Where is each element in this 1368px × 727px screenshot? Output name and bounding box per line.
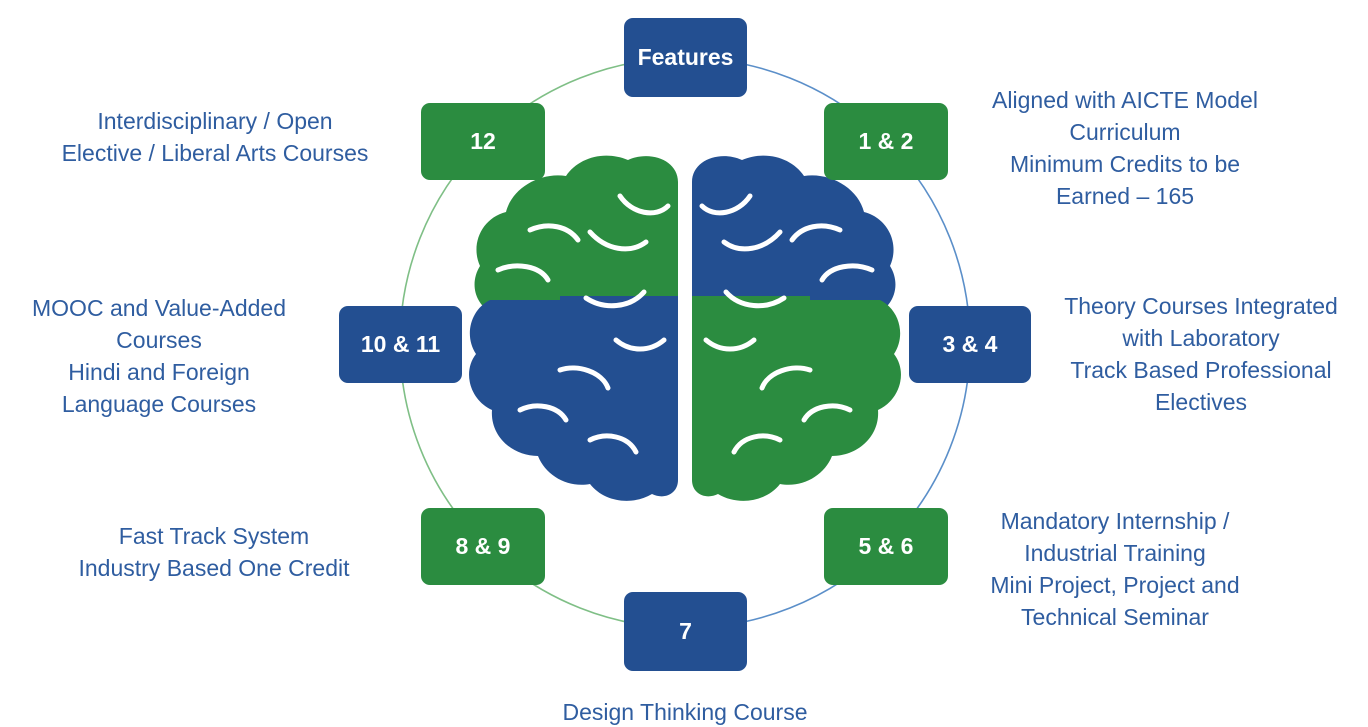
node-8-9: 8 & 9 [421,508,545,585]
brain-right-seam [692,296,810,320]
node-12-label: 12 [470,128,496,154]
desc-line: Language Courses [61,391,257,417]
desc-line: Minimum Credits to be [1009,151,1241,177]
node-5-6-label: 5 & 6 [858,533,914,559]
desc-7: Design Thinking Course [500,696,870,727]
desc-line: MOOC and Value-Added [32,295,286,321]
node-10-11: 10 & 11 [339,306,462,383]
desc-line: Theory Courses Integrated [1064,293,1338,319]
brain-icon [469,155,901,501]
desc-line: Interdisciplinary / Open [97,108,333,134]
features-title: Features [637,44,734,70]
node-5-6: 5 & 6 [824,508,948,585]
desc-1-2: Aligned with AICTE Model Curriculum Mini… [960,84,1290,212]
desc-line: Industrial Training [1024,540,1206,566]
desc-line: Hindi and Foreign [68,359,250,385]
node-7-label: 7 [679,618,692,644]
desc-line: Technical Seminar [1021,604,1209,630]
desc-line: with Laboratory [1122,325,1280,351]
desc-line: Fast Track System [118,523,310,549]
node-1-2-label: 1 & 2 [858,128,914,154]
node-7: 7 [624,592,747,671]
node-3-4-label: 3 & 4 [942,331,998,357]
brain-folds [495,193,875,455]
desc-line: Track Based Professional [1070,357,1332,383]
desc-line: Elective / Liberal Arts Courses [61,140,369,166]
node-12: 12 [421,103,545,180]
desc-line: Electives [1154,389,1248,415]
desc-line: Courses [116,327,202,353]
node-3-4: 3 & 4 [909,306,1031,383]
node-10-11-label: 10 & 11 [360,331,441,357]
desc-5-6: Mandatory Internship / Industrial Traini… [950,505,1280,633]
desc-3-4: Theory Courses Integrated with Laborator… [1036,290,1366,418]
features-title-box: Features [624,18,747,97]
node-8-9-label: 8 & 9 [455,533,511,559]
desc-line: Design Thinking Course [562,699,808,725]
desc-line: Earned – 165 [1055,183,1195,209]
brain-right-top-lobe [692,155,896,312]
desc-line: Aligned with AICTE Model [992,87,1258,113]
desc-line: Mini Project, Project and [990,572,1240,598]
desc-line: Industry Based One Credit [78,555,350,581]
brain-left-seam [560,296,678,320]
desc-8-9: Fast Track System Industry Based One Cre… [34,520,394,584]
desc-10-11: MOOC and Value-Added Courses Hindi and F… [0,292,318,420]
desc-line: Curriculum [1069,119,1181,145]
desc-12: Interdisciplinary / Open Elective / Libe… [20,105,410,169]
brain-left-top-lobe [474,155,678,312]
brain-right-bottom-lobe [692,300,901,501]
brain-left-bottom-lobe [469,300,678,501]
desc-line: Mandatory Internship / [1000,508,1230,534]
node-1-2: 1 & 2 [824,103,948,180]
